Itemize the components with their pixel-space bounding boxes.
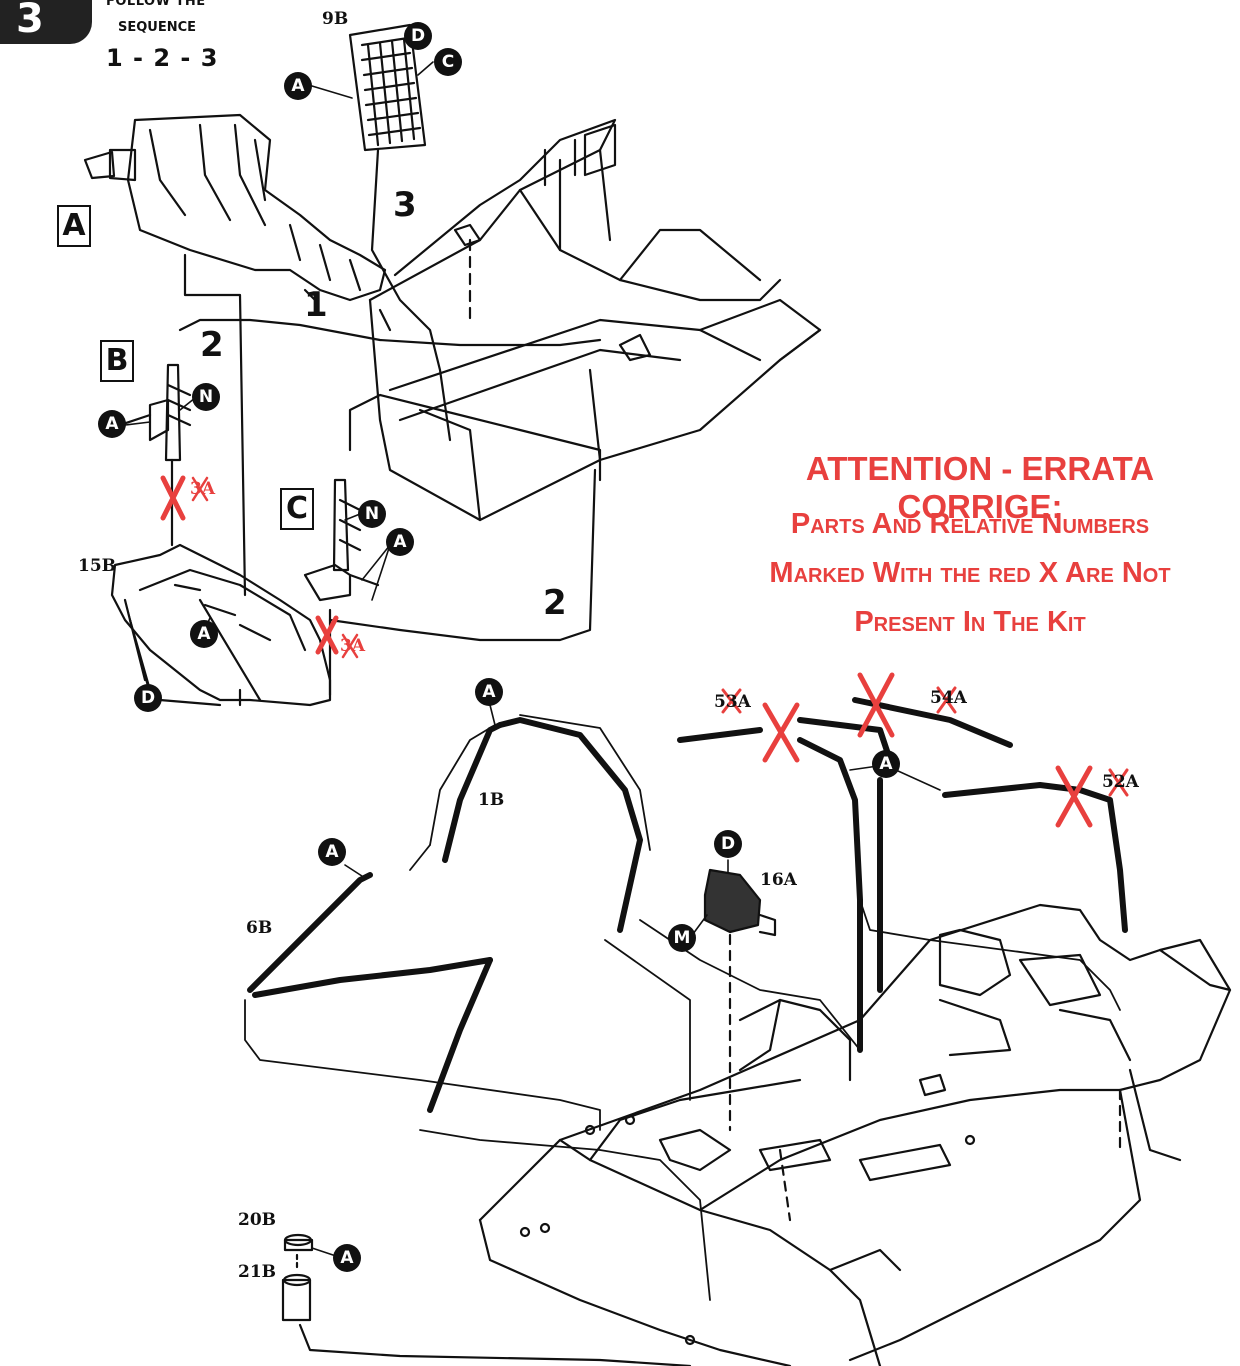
part-number-1b: 1B [478, 790, 505, 810]
part-15b-frame [110, 543, 332, 707]
callout-b-n: N [192, 383, 220, 411]
assembly-label-b: B [100, 340, 134, 382]
step-marker-2-upper: 2 [200, 325, 224, 365]
callout-1b-a: A [475, 678, 503, 706]
part-20b-21b [281, 1233, 692, 1366]
part-9b-grid [348, 23, 452, 442]
assembly-label-a: A [57, 205, 91, 247]
part-number-16a: 16A [760, 870, 797, 890]
callout-6b-a: A [318, 838, 346, 866]
part-number-3a-lower: 3A [340, 636, 366, 656]
step-marker-2-lower: 2 [543, 583, 567, 623]
part-number-6b: 6B [246, 918, 273, 938]
callout-16a-d: D [714, 830, 742, 858]
part-16a-battery [703, 868, 777, 1132]
sequence-instruction: SEQUENCE [118, 20, 197, 35]
callout-c-n: N [358, 500, 386, 528]
upper-body-shell [368, 118, 822, 522]
callout-bar-a: A [872, 750, 900, 778]
part-number-53a: 53A [714, 692, 751, 712]
roll-cage [247, 697, 1128, 1113]
assembly-label-c: C [280, 488, 314, 530]
part-number-15b: 15B [78, 556, 117, 576]
part-number-54a: 54A [930, 688, 967, 708]
engine-manifold [83, 113, 387, 597]
part-number-3a-upper: 3A [190, 479, 216, 499]
sequence-order: 1 - 2 - 3 [106, 44, 219, 72]
errata-crosses [160, 475, 1129, 828]
errata-title: ATTENTION - ERRATA CORRIGE: [805, 450, 1155, 525]
errata-line-1: Parts And Relative Numbers [790, 508, 1150, 540]
callout-16a-m: M [668, 924, 696, 952]
callout-9b-c: C [434, 48, 462, 76]
part-number-21b: 21B [238, 1262, 277, 1282]
errata-line-3: Present In The Kit [854, 606, 1086, 638]
sequence-instruction-top: FOLLOW THE [106, 0, 206, 9]
step-number-badge: 3 [0, 0, 92, 44]
part-number-9b: 9B [322, 9, 349, 29]
callout-20b-a: A [333, 1244, 361, 1272]
roll-cage-outline [244, 714, 1121, 1301]
step-marker-3: 3 [393, 185, 417, 225]
step-marker-1: 1 [304, 285, 328, 325]
lower-chassis-tub [478, 903, 1232, 1366]
callout-c-a: A [386, 528, 414, 556]
callout-15b-d: D [134, 684, 162, 712]
errata-line-2: Marked With the red X Are Not [769, 557, 1171, 589]
part-number-52a: 52A [1102, 772, 1139, 792]
callout-9b-a: A [284, 72, 312, 100]
callout-leaders [124, 35, 941, 1261]
callout-b-a: A [98, 410, 126, 438]
callout-15b-a: A [190, 620, 218, 648]
part-number-20b: 20B [238, 1210, 277, 1230]
callout-9b-d: D [404, 22, 432, 50]
